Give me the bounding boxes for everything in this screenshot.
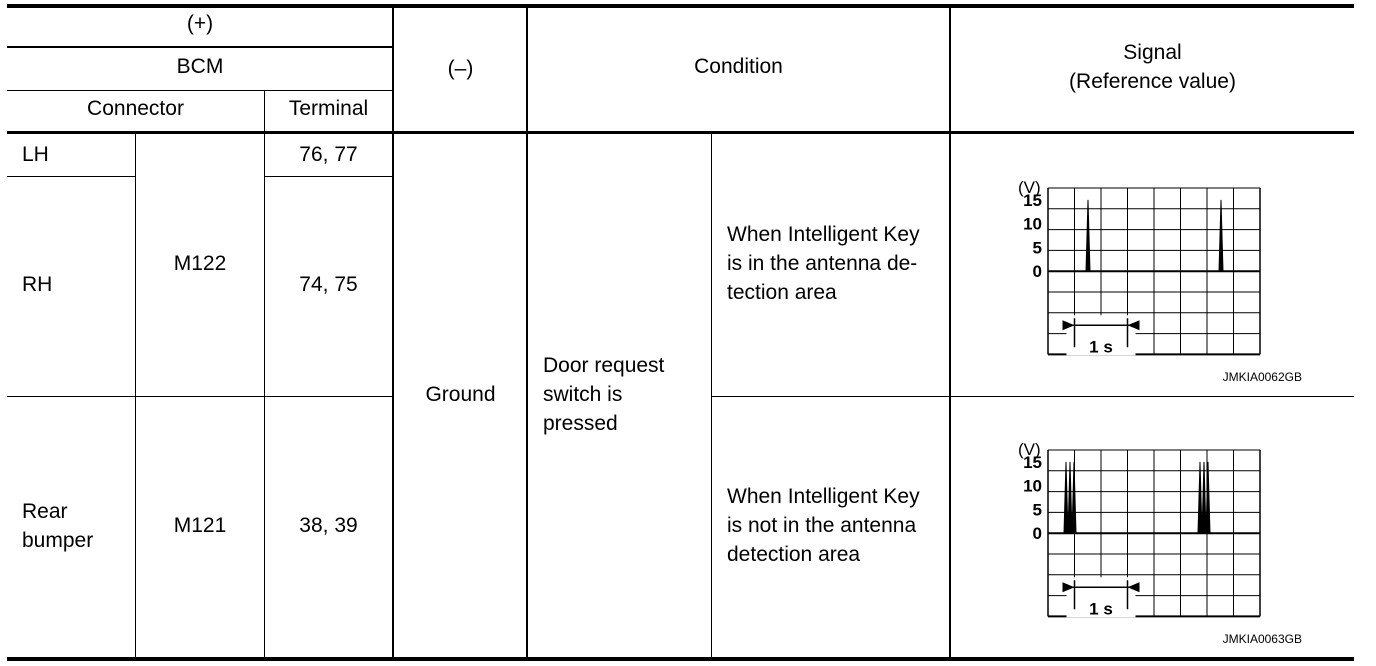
y-unit-label: (V) [1018, 178, 1041, 197]
signal-pulse [1067, 461, 1073, 534]
connector-m121: M121 [173, 514, 227, 537]
header-bottom-rule [7, 131, 1354, 134]
row-rule-lh-terminal [264, 176, 393, 177]
y-unit-label: (V) [1018, 440, 1041, 459]
signal-pulse [1071, 461, 1077, 534]
y-tick-label: 5 [1033, 238, 1042, 257]
time-scale-label: 1 s [1089, 337, 1113, 356]
lh-terminal: 76, 77 [299, 143, 358, 166]
time-arrow-left [1062, 320, 1075, 331]
y-tick-label: 10 [1023, 477, 1042, 496]
lh-label: LH [22, 143, 49, 166]
condition-header: Condition [694, 55, 783, 78]
time-arrow-right [1127, 582, 1140, 593]
marker-background [1066, 315, 1136, 356]
row-rule-lh [7, 176, 135, 177]
row-rule-rh [7, 396, 393, 397]
rear-bumper-label: Rear bumper [22, 500, 94, 552]
figure-code: JMKIA0062GB [1223, 370, 1302, 384]
signal-pulse [1197, 461, 1203, 534]
connector-m122: M122 [173, 252, 227, 275]
signal-pulse [1085, 199, 1091, 272]
ground-value: Ground [425, 383, 496, 406]
y-tick-label: 10 [1023, 215, 1042, 234]
col-rule-signal [949, 6, 951, 658]
y-tick-label: 15 [1023, 453, 1042, 472]
table-top-border [7, 4, 1354, 8]
connector-header: Connector [87, 97, 184, 120]
col-rule-connector [135, 133, 136, 658]
rear-terminal: 38, 39 [299, 514, 358, 537]
y-tick-label: 0 [1033, 524, 1042, 543]
signal-pulse [1201, 461, 1207, 534]
col-rule-subcondition [711, 133, 712, 658]
signal-reference-header: (Reference value) [1069, 70, 1236, 93]
signal-header: Signal [1123, 41, 1182, 64]
rh-terminal: 74, 75 [299, 273, 358, 296]
minus-header: (–) [447, 57, 474, 80]
signal-scope-not-in-area: (V)15 10 5 0 1 s JMKIA0063GB [1010, 438, 1310, 648]
y-tick-label: 5 [1033, 500, 1042, 519]
signal-scope-in-area: (V)15 10 5 0 1 s JMKIA0062GB [1010, 176, 1310, 386]
col-rule-minus [392, 6, 394, 658]
condition-key-not-in-area: When Intelligent Key is not in the anten… [727, 485, 920, 566]
plus-header: (+) [186, 12, 214, 35]
bcm-header: BCM [176, 55, 224, 78]
header-rule-connector [7, 90, 393, 91]
rh-label: RH [22, 273, 53, 296]
time-scale-label: 1 s [1089, 599, 1113, 618]
row-rule-signal [712, 396, 1354, 397]
y-tick-label: 0 [1033, 262, 1042, 281]
condition-door-request: Door request switch is pressed [543, 354, 665, 435]
marker-background [1066, 577, 1136, 618]
header-rule-bcm [7, 46, 393, 48]
figure-code: JMKIA0063GB [1223, 632, 1302, 646]
signal-pulse [1218, 199, 1224, 272]
col-rule-condition [526, 6, 528, 658]
signal-pulse [1063, 461, 1069, 534]
condition-key-in-area: When Intelligent Key is in the antenna d… [727, 223, 920, 304]
table-bottom-border [7, 657, 1354, 661]
time-arrow-right [1127, 320, 1140, 331]
time-arrow-left [1062, 582, 1075, 593]
terminal-header: Terminal [288, 97, 369, 120]
y-tick-label: 15 [1023, 191, 1042, 210]
col-rule-terminal [264, 90, 265, 658]
